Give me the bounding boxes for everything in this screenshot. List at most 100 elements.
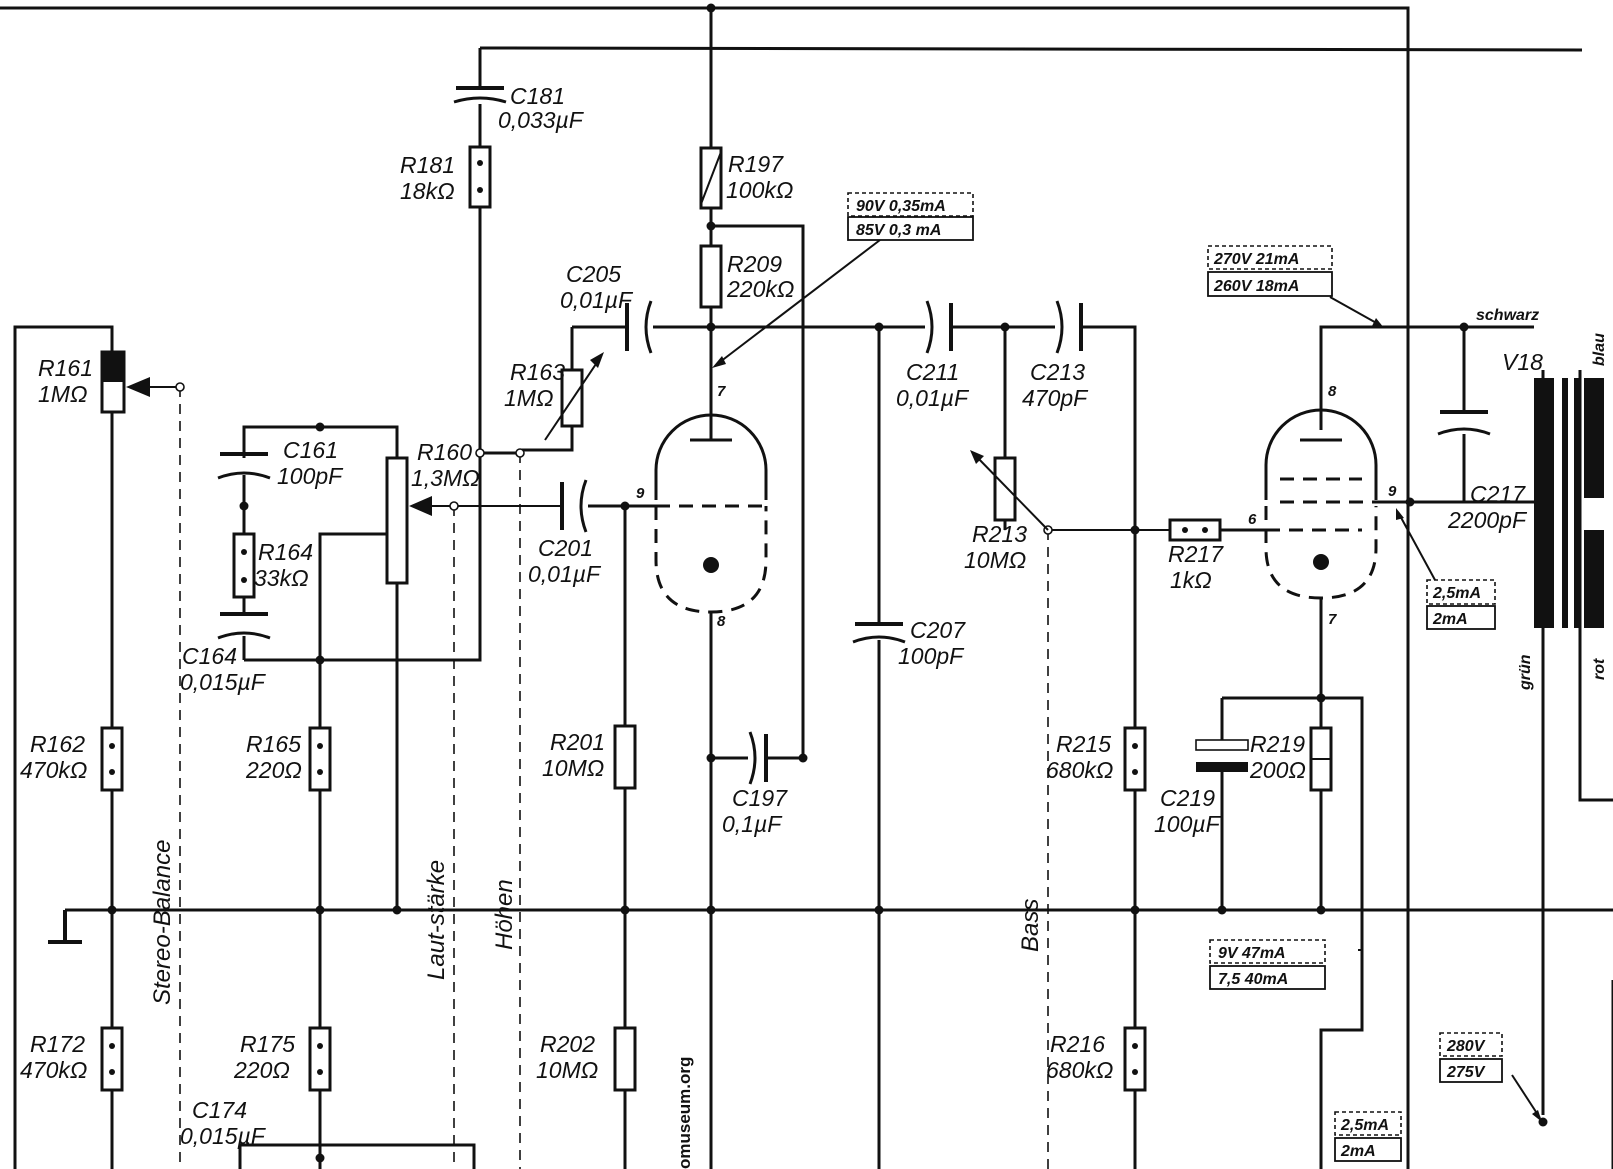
label-r213-ref: R213 [972, 521, 1027, 547]
label-c164-ref: C164 [182, 643, 237, 669]
measurement-bottom-current-max: 2,5mA [1340, 1117, 1389, 1134]
transformer-v18 [1534, 378, 1604, 628]
tube1-pin-grid: 9 [636, 485, 645, 502]
resistor-r162 [100, 726, 124, 792]
label-r219-ref: R219 [1250, 731, 1305, 757]
label-r181-value: 18kΩ [400, 178, 455, 204]
measurement-tube2-screen-max: 2,5mA [1432, 585, 1481, 602]
potentiometer-r160 [385, 456, 432, 585]
label-r216-value: 680kΩ [1046, 1057, 1113, 1083]
capacitor-c213 [1055, 300, 1083, 354]
capacitor-c211 [925, 300, 953, 354]
tube2-pin-grid: 6 [1248, 511, 1257, 528]
label-r201-value: 10MΩ [542, 755, 604, 781]
label-r215-value: 680kΩ [1046, 757, 1113, 783]
measurement-box-supply: 280V 275V [1439, 1032, 1503, 1083]
label-r215-ref: R215 [1056, 731, 1111, 757]
label-v18-ref: V18 [1502, 349, 1543, 375]
label-c181-ref: C181 [510, 83, 565, 109]
label-r165-ref: R165 [246, 731, 301, 757]
label-c201-value: 0,01µF [528, 561, 602, 587]
control-hoehen: Höhen [491, 879, 518, 950]
label-r202-ref: R202 [540, 1031, 595, 1057]
control-labels: Stereo-Balance Laut-stärke Höhen Bass [149, 840, 1044, 1005]
label-r163-ref: R163 [510, 359, 565, 385]
junctions [107, 3, 1548, 1163]
label-r161-ref: R161 [38, 355, 93, 381]
control-linkages [179, 387, 1049, 1169]
control-bass: Bass [1017, 899, 1044, 952]
label-r163-value: 1MΩ [504, 385, 553, 411]
label-r209-ref: R209 [727, 251, 782, 277]
tube1-pin-anode: 7 [717, 383, 726, 400]
measurement-supply-max: 280V [1446, 1038, 1486, 1055]
resistor-r209 [699, 244, 723, 309]
label-c174-value: 0,015µF [180, 1123, 267, 1149]
tube-pin-labels: 7 9 8 8 6 9 7 [636, 383, 1397, 630]
measurement-tube1-anode-min: 85V 0,3 mA [856, 222, 941, 239]
label-c205-value: 0,01µF [560, 287, 634, 313]
label-r216-ref: R216 [1050, 1031, 1105, 1057]
label-r164-ref: R164 [258, 539, 313, 565]
label-r213-value: 10MΩ [964, 547, 1026, 573]
capacitor-c161 [217, 452, 271, 480]
label-r201-ref: R201 [550, 729, 605, 755]
label-r217-value: 1kΩ [1170, 567, 1212, 593]
label-c219-ref: C219 [1160, 785, 1215, 811]
measurement-tube2-anode-min: 260V 18mA [1213, 278, 1299, 295]
label-c164-value: 0,015µF [180, 669, 267, 695]
tube2-pin-cathode: 7 [1328, 611, 1337, 628]
wire-color-gruen: grün [1517, 654, 1534, 691]
resistor-r217 [1168, 518, 1222, 542]
label-r162-ref: R162 [30, 731, 85, 757]
wire-color-schwarz: schwarz [1476, 307, 1539, 324]
label-c213-ref: C213 [1030, 359, 1085, 385]
capacitor-c197 [748, 731, 768, 785]
measurement-arrows [712, 239, 1542, 1122]
label-r219-value: 200Ω [1249, 757, 1306, 783]
wire-color-blau: blau [1591, 333, 1608, 366]
capacitor-c181 [453, 86, 507, 104]
label-c197-ref: C197 [732, 785, 788, 811]
label-r202-value: 10MΩ [536, 1057, 598, 1083]
label-c213-value: 470pF [1022, 385, 1089, 411]
label-r164-value: 33kΩ [254, 565, 309, 591]
measurement-supply-min: 275V [1446, 1064, 1486, 1081]
resistor-r172 [100, 1026, 124, 1092]
measurement-box-tube2-anode: 270V 21mA 260V 18mA [1207, 245, 1333, 297]
label-r209-value: 220kΩ [726, 276, 794, 302]
label-r175-ref: R175 [240, 1031, 295, 1057]
capacitor-c207 [852, 622, 906, 644]
capacitor-c164 [217, 612, 271, 640]
measurement-tube2-screen-min: 2mA [1432, 611, 1468, 628]
label-r175-value: 220Ω [233, 1057, 290, 1083]
tube2-pin-screen: 9 [1388, 483, 1397, 500]
label-r162-value: 470kΩ [20, 757, 87, 783]
control-lautstaerke: Laut-stärke [423, 860, 450, 980]
label-r165-value: 220Ω [245, 757, 302, 783]
label-r160-ref: R160 [417, 439, 472, 465]
resistor-r181 [468, 145, 492, 209]
label-c161-ref: C161 [283, 437, 338, 463]
measurement-box-tube2-screen: 2,5mA 2mA [1426, 579, 1496, 630]
measurement-bottom-current-min: 2mA [1340, 1143, 1376, 1160]
label-r197-value: 100kΩ [726, 177, 793, 203]
resistor-r163 [544, 352, 604, 441]
label-c207-ref: C207 [910, 617, 966, 643]
measurement-tube2-anode-max: 270V 21mA [1213, 251, 1299, 268]
resistor-r165 [308, 726, 332, 792]
measurement-tube2-cathode-min: 7,5 40mA [1218, 971, 1288, 988]
resistor-r197 [699, 146, 723, 210]
label-r181-ref: R181 [400, 152, 455, 178]
label-c219-value: 100µF [1154, 811, 1222, 837]
resistor-r219 [1309, 726, 1333, 792]
resistor-r175 [308, 1026, 332, 1092]
label-c161-value: 100pF [277, 463, 344, 489]
capacitor-c205 [625, 300, 653, 354]
potentiometer-r161 [100, 350, 150, 414]
label-r197-ref: R197 [728, 151, 784, 177]
resistor-r216 [1123, 1026, 1147, 1092]
wire-color-rot: rot [1591, 658, 1608, 680]
measurement-tube2-cathode-max: 9V 47mA [1218, 945, 1286, 962]
